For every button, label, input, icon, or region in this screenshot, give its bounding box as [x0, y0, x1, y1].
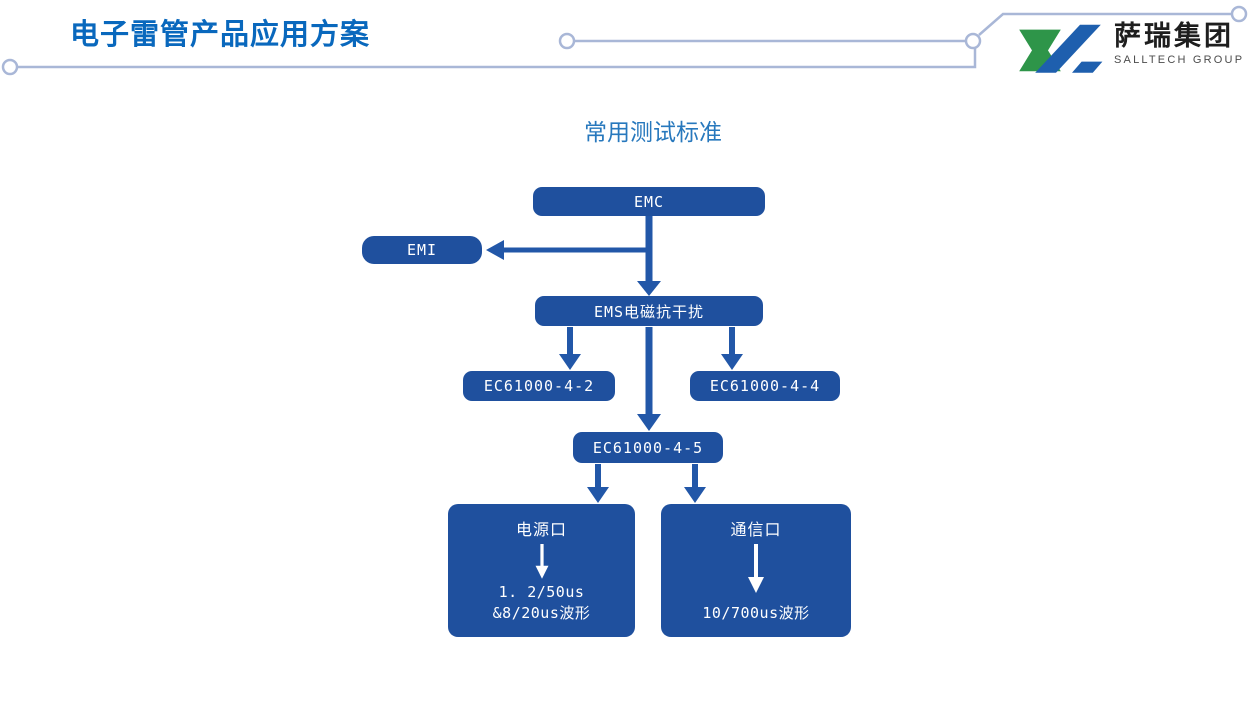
page-title: 电子雷管产品应用方案: [70, 19, 371, 51]
diagram-title: 常用测试标准: [584, 119, 722, 145]
arrow-ems-to-ec4-5: [637, 327, 661, 431]
down-arrow-icon: [535, 544, 548, 579]
comm-port-title: 通信口: [730, 520, 782, 539]
arrow-ems-to-ec4-4: [721, 327, 743, 370]
node-ec61000-4-4: EC61000-4-4: [690, 371, 840, 401]
node-ec61000-4-5: EC61000-4-5: [573, 432, 723, 463]
power-port-waveform-line2: &8/20us波形: [492, 604, 591, 623]
logo-company-name-en: SALLTECH GROUP: [1114, 54, 1245, 66]
power-port-waveform: 1. 2/50us &8/20us波形: [493, 582, 591, 626]
node-emi: EMI: [362, 236, 482, 264]
salltech-logo-icon: [1019, 24, 1103, 73]
node-ems: EMS电磁抗干扰: [535, 296, 763, 326]
logo-company-name-cn: 萨瑞集团: [1114, 21, 1234, 51]
node-power-port: 电源口 1. 2/50us &8/20us波形: [448, 504, 635, 637]
comm-port-waveform-line1: 10/700us波形: [702, 604, 810, 623]
power-port-title: 电源口: [515, 520, 567, 539]
arrow-emc-to-ems: [637, 216, 661, 296]
node-ec61000-4-2: EC61000-4-2: [463, 371, 615, 401]
comm-port-waveform: 10/700us波形: [702, 603, 809, 625]
node-comm-port: 通信口 10/700us波形: [661, 504, 851, 637]
down-arrow-icon: [748, 544, 764, 593]
node-emc: EMC: [533, 187, 765, 216]
arrow-emc-to-emi: [486, 240, 652, 260]
arrow-ec4-5-to-comm-port: [684, 464, 706, 503]
power-port-waveform-line1: 1. 2/50us: [498, 582, 585, 601]
arrow-ec4-5-to-power-port: [587, 464, 609, 503]
logo-text: 萨瑞集团 SALLTECH GROUP: [1114, 23, 1244, 66]
company-logo: 萨瑞集团 SALLTECH GROUP: [1016, 23, 1244, 81]
arrow-ems-to-ec4-2: [559, 327, 581, 370]
